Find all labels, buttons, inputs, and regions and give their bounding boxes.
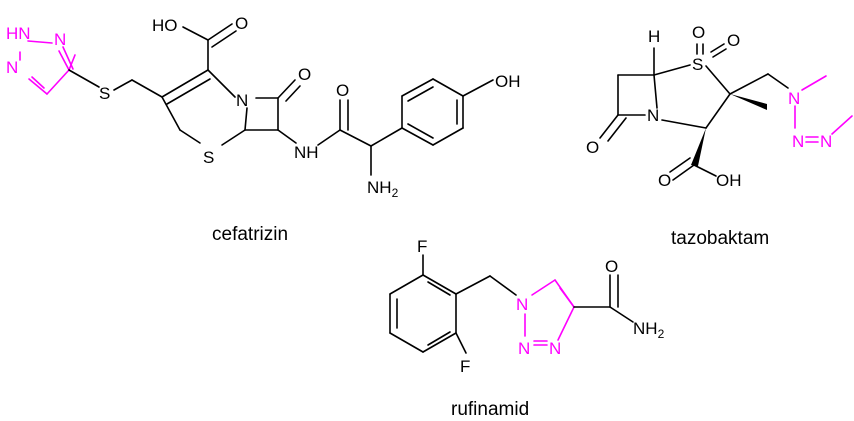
cefatrizin-dihydrothiazine-ring — [161, 69, 248, 146]
atom-N: N — [792, 132, 804, 151]
atom-O: O — [605, 257, 618, 276]
atom-HN: HN — [6, 24, 31, 43]
atom-O: O — [658, 171, 671, 190]
atom-N: N — [518, 339, 530, 358]
molecule-name-cefatrizin: cefatrizin — [212, 224, 288, 245]
atom-O: O — [727, 31, 740, 50]
atom-OH: OH — [716, 171, 742, 190]
atom-F: F — [460, 357, 470, 376]
atom-O: O — [235, 14, 248, 33]
atom-N: N — [647, 106, 659, 125]
atom-NH: NH — [294, 143, 319, 162]
atom-O: O — [298, 65, 311, 84]
atom-S: S — [203, 148, 214, 167]
atom-N: N — [6, 58, 18, 77]
atom-N: N — [820, 132, 832, 151]
atom-OH: OH — [495, 72, 521, 91]
rufinamid-benzene-ring — [389, 274, 457, 353]
atom-HO: HO — [152, 16, 178, 35]
atom-N: N — [516, 295, 528, 314]
atom-N: N — [788, 89, 800, 108]
atom-O: O — [336, 81, 349, 100]
atom-S: S — [692, 55, 703, 74]
cefatrizin-beta-lactam-ring — [244, 79, 301, 131]
atom-S: S — [99, 84, 110, 103]
rufinamid-structure: F F N N N O NH2 rufinamid — [389, 237, 665, 420]
molecule-name-tazobaktam: tazobaktam — [671, 228, 769, 249]
atom-H: H — [648, 27, 660, 46]
atom-N: N — [54, 30, 66, 49]
atom-NH2: NH2 — [633, 319, 665, 341]
atom-F: F — [417, 237, 427, 256]
atom-N: N — [549, 339, 561, 358]
tazobaktam-structure: H O N S O O O OH N N N — [586, 23, 853, 249]
atom-NH2: NH2 — [367, 178, 399, 200]
cefatrizin-phenol-ring — [401, 78, 464, 146]
molecule-name-rufinamid: rufinamid — [451, 399, 529, 420]
atom-N: N — [236, 91, 248, 110]
atom-O: O — [692, 23, 705, 42]
cefatrizin-triazole-ring — [19, 40, 76, 95]
cefatrizin-structure: HN N N S N S HO O — [6, 14, 521, 245]
atom-O: O — [586, 138, 599, 157]
